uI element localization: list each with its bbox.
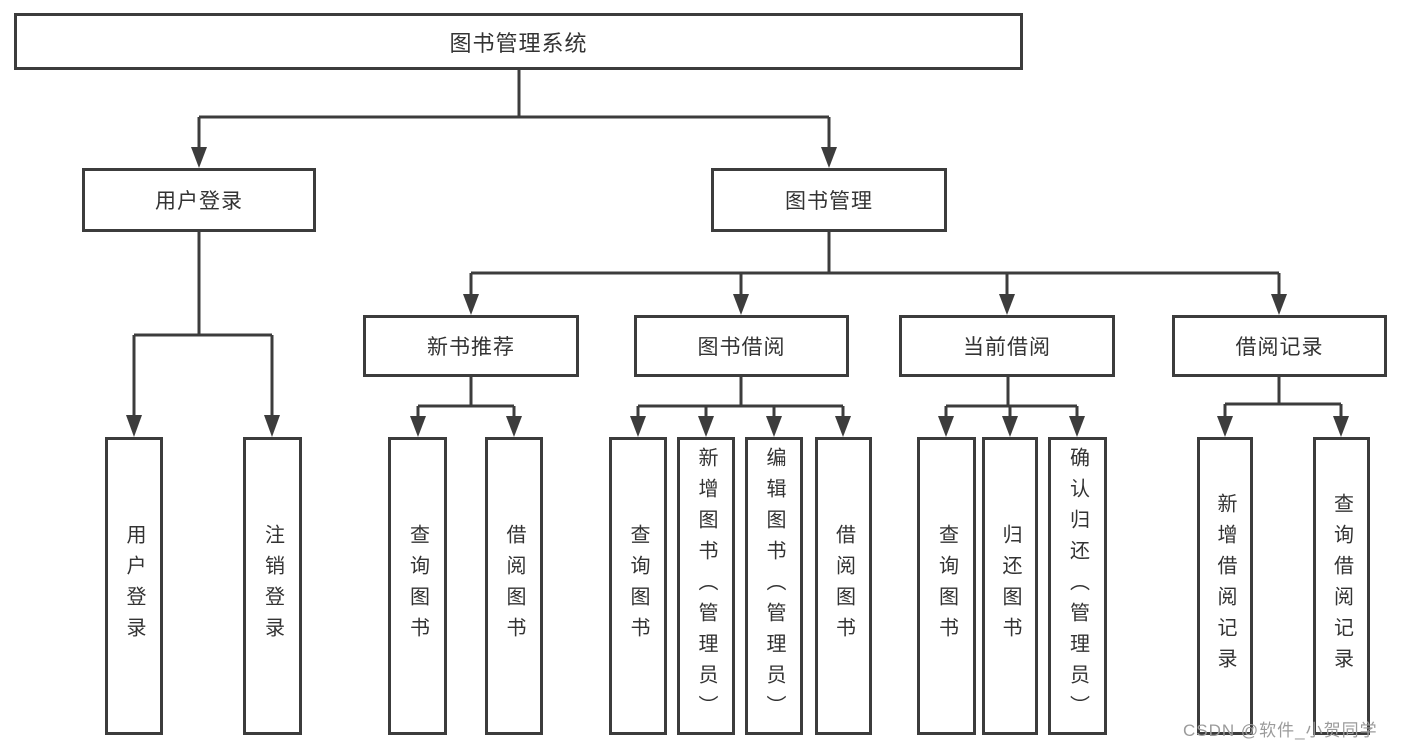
leaf-bb-add-books-admin: 新增图书（管理员） <box>677 437 735 735</box>
node-label: 图书管理系统 <box>449 30 588 56</box>
leaf-label: 注销登录 <box>261 524 284 648</box>
leaf-cb-query-books: 查询图书 <box>917 437 976 735</box>
connector-root-to-level2 <box>197 70 831 151</box>
arrowheads <box>126 147 1349 437</box>
leaf-label: 编辑图书（管理员） <box>763 446 785 726</box>
node-library-management-system: 图书管理系统 <box>14 13 1023 70</box>
connector-bookmgmt-to-level3 <box>469 232 1281 297</box>
connector-newbook-to-leaves <box>416 377 516 419</box>
leaf-bb-borrow-books: 借阅图书 <box>815 437 872 735</box>
leaf-label: 查询图书 <box>627 524 649 648</box>
leaf-cb-confirm-return-admin: 确认归还（管理员） <box>1048 437 1107 735</box>
connector-bookborrow-to-leaves <box>636 377 845 419</box>
connector-userlogin-to-leaves <box>132 232 274 419</box>
leaf-nb-query-books: 查询图书 <box>388 437 447 735</box>
node-label: 新书推荐 <box>427 336 515 359</box>
leaf-label: 查询图书 <box>406 524 429 648</box>
leaf-user-login: 用户登录 <box>105 437 163 735</box>
node-book-management: 图书管理 <box>711 168 947 232</box>
leaf-label: 新增借阅记录 <box>1214 493 1236 679</box>
leaf-bb-query-books: 查询图书 <box>609 437 667 735</box>
connector-currentborrow-to-leaves <box>944 377 1079 419</box>
leaf-label: 确认归还（管理员） <box>1066 446 1089 726</box>
leaf-label: 查询借阅记录 <box>1330 493 1353 679</box>
node-borrowing-records: 借阅记录 <box>1172 315 1387 377</box>
leaf-label: 查询图书 <box>935 524 958 648</box>
node-label: 借阅记录 <box>1235 336 1324 359</box>
csdn-watermark: CSDN @软件_小贺同学 <box>1183 721 1378 740</box>
node-book-borrowing: 图书借阅 <box>634 315 849 377</box>
leaf-label: 新增图书（管理员） <box>695 446 717 726</box>
node-user-login: 用户登录 <box>82 168 316 232</box>
leaf-logout: 注销登录 <box>243 437 302 735</box>
leaf-label: 用户登录 <box>123 524 145 648</box>
node-label: 图书管理 <box>785 190 873 213</box>
leaf-label: 归还图书 <box>999 524 1021 648</box>
leaf-label: 借阅图书 <box>832 524 855 648</box>
leaf-nb-borrow-books: 借阅图书 <box>485 437 543 735</box>
leaf-cb-return-books: 归还图书 <box>982 437 1038 735</box>
leaf-br-query-record: 查询借阅记录 <box>1313 437 1370 735</box>
leaf-bb-edit-books-admin: 编辑图书（管理员） <box>745 437 803 735</box>
leaf-br-add-record: 新增借阅记录 <box>1197 437 1253 735</box>
node-new-book-recommend: 新书推荐 <box>363 315 579 377</box>
node-label: 用户登录 <box>155 190 243 213</box>
leaf-label: 借阅图书 <box>503 524 525 648</box>
node-current-borrowing: 当前借阅 <box>899 315 1115 377</box>
node-label: 图书借阅 <box>697 336 786 359</box>
connector-records-to-leaves <box>1223 377 1343 419</box>
node-label: 当前借阅 <box>963 336 1051 359</box>
